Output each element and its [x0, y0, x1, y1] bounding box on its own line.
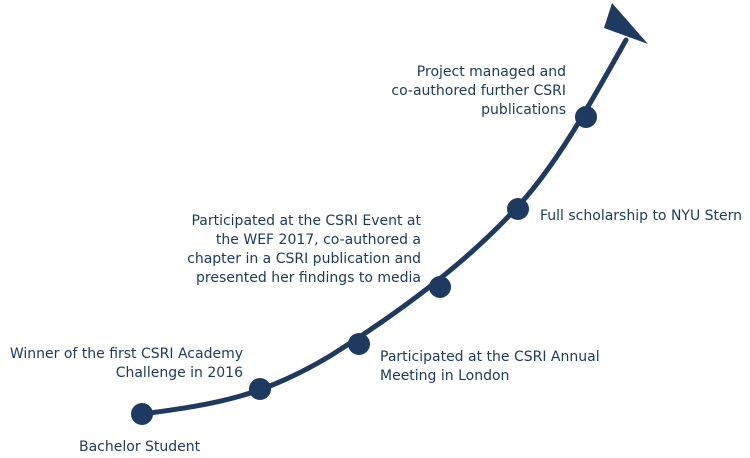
- label-line: Challenge in 2016: [115, 365, 243, 381]
- milestone-label-further-publications: Project managed and co-authored further …: [391, 63, 566, 120]
- label-line: publications: [481, 102, 566, 118]
- label-line: Meeting in London: [380, 368, 510, 384]
- milestone-node-annual-meeting: [348, 333, 370, 355]
- label-line: Participated at the CSRI Annual: [380, 349, 600, 365]
- milestone-node-academy-winner: [249, 378, 271, 400]
- milestone-node-wef-event: [429, 276, 451, 298]
- label-line: the WEF 2017, co-authored a: [215, 232, 421, 248]
- label-line: Project managed and: [416, 64, 566, 80]
- label-line: co-authored further CSRI: [391, 83, 566, 99]
- milestone-label-annual-meeting: Participated at the CSRI Annual Meeting …: [380, 348, 600, 386]
- label-line: presented her findings to media: [196, 270, 421, 286]
- label-line: chapter in a CSRI publication and: [187, 251, 421, 267]
- milestone-label-academy-winner: Winner of the first CSRI Academy Challen…: [10, 345, 243, 383]
- milestone-label-wef-event: Participated at the CSRI Event at the WE…: [187, 212, 421, 288]
- milestone-label-nyu-scholarship: Full scholarship to NYU Stern: [540, 207, 742, 226]
- milestone-node-bachelor: [131, 403, 153, 425]
- milestone-node-further-publications: [575, 106, 597, 128]
- label-line: Bachelor Student: [79, 439, 201, 455]
- milestone-label-bachelor: Bachelor Student: [79, 438, 200, 457]
- label-line: Winner of the first CSRI Academy: [9, 346, 243, 362]
- label-line: Full scholarship to NYU Stern: [540, 208, 743, 224]
- milestone-node-nyu-scholarship: [507, 198, 529, 220]
- label-line: Participated at the CSRI Event at: [191, 213, 421, 229]
- arrowhead-icon: [604, 3, 648, 44]
